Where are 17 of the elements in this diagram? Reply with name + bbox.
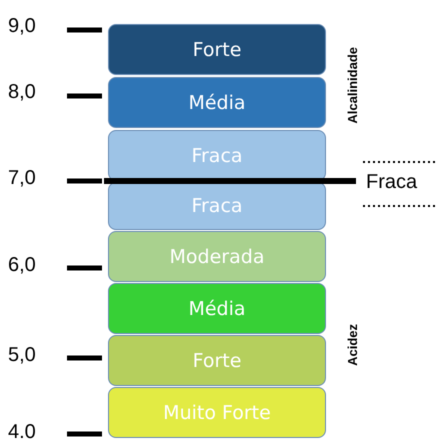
tick-label: 6,0 xyxy=(8,254,36,277)
tick-label: 9,0 xyxy=(8,15,36,38)
scale-band: Moderada xyxy=(108,231,326,282)
scale-band: Média xyxy=(108,283,326,334)
scale-band: Fraca xyxy=(108,130,326,181)
tick-label: 4.0 xyxy=(8,421,36,441)
scale-band: Média xyxy=(108,77,326,128)
scale-band: Forte xyxy=(108,335,326,386)
axis-title: Acidez xyxy=(344,324,360,366)
tick-label: 8,0 xyxy=(8,81,36,104)
scale-band: Fraca xyxy=(108,182,326,230)
tick-label: 5,0 xyxy=(8,344,36,367)
tick-label: 7,0 xyxy=(8,167,36,190)
axis-title: Alcalinidade xyxy=(344,46,360,124)
scale-label: Fraca xyxy=(366,171,418,194)
scale-band: Muito Forte xyxy=(108,387,326,438)
scale-band: Forte xyxy=(108,24,326,75)
